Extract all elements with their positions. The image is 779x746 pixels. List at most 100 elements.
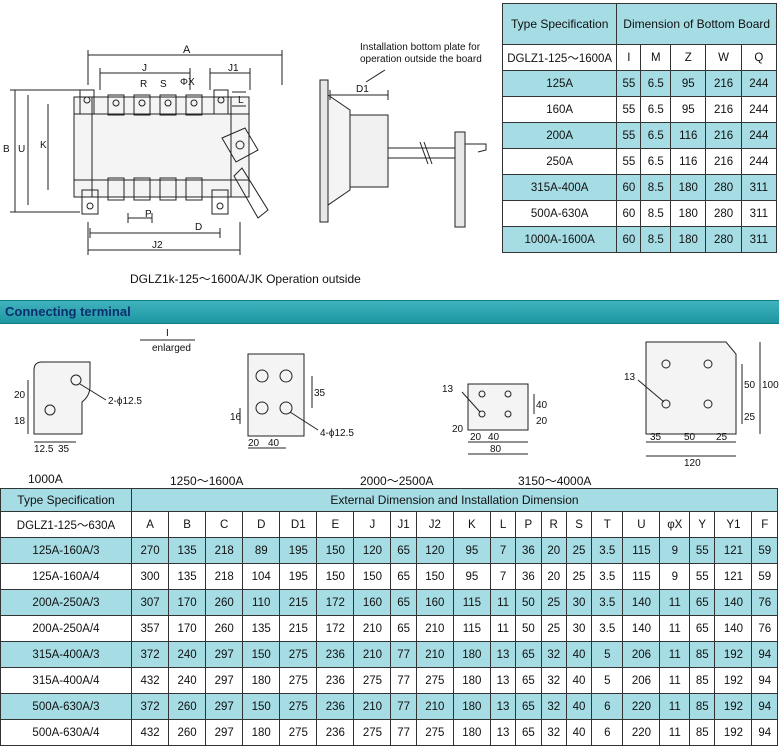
dim-cell: 218: [205, 563, 244, 590]
dim-cell: 77: [390, 641, 417, 668]
dim-cell: 180: [452, 719, 491, 746]
dim-cell: 210: [415, 615, 454, 642]
dim-column-header: U: [622, 511, 661, 538]
dim-cell: 297: [205, 719, 244, 746]
dim-column-header: A: [130, 511, 170, 538]
dim-cell: 275: [353, 667, 392, 694]
dim-cell: 65: [390, 537, 417, 564]
dim-cell: 260: [205, 615, 244, 642]
dim-cell: 3.5: [591, 615, 624, 642]
dim-cell: 32: [540, 719, 567, 746]
dim-cell: 94: [751, 667, 778, 694]
dim-column-header: L: [489, 511, 517, 538]
dim-cell: 275: [279, 667, 318, 694]
spec-cell: 180: [670, 174, 707, 201]
dim-cell: 40: [565, 641, 593, 668]
dim-cell: 236: [316, 693, 355, 720]
svg-text:enlarged: enlarged: [152, 343, 191, 354]
dim-cell: 25: [565, 563, 593, 590]
dim-cell: 11: [489, 589, 517, 616]
spec-cell: 6.5: [640, 96, 672, 123]
spec-cell: 60: [616, 226, 642, 253]
dim-cell: 160: [353, 589, 392, 616]
dim-cell: 55: [689, 537, 716, 564]
dim-cell: 150: [353, 563, 392, 590]
dim-cell: 140: [714, 615, 753, 642]
dim-cell: 77: [390, 693, 417, 720]
dim-cell: 210: [415, 693, 454, 720]
dim-cell: 40: [565, 667, 593, 694]
dim-cell: 180: [452, 667, 491, 694]
spec-cell: 55: [616, 70, 642, 97]
dim-cell: 260: [205, 589, 244, 616]
dim-cell: 55: [689, 563, 716, 590]
dim-cell: 270: [130, 537, 170, 564]
dim-cell: 11: [659, 693, 691, 720]
spec-row-type: 315A-400A: [501, 174, 618, 201]
dim-cell: 150: [316, 537, 355, 564]
dim-row-type: 315A-400A/3: [0, 641, 132, 668]
dim-cell: 95: [452, 563, 491, 590]
dim-cell: 140: [622, 615, 661, 642]
dim-cell: 236: [316, 667, 355, 694]
dim-cell: 297: [205, 641, 244, 668]
svg-text:35: 35: [58, 444, 70, 455]
spec-cell: 6.5: [640, 148, 672, 175]
dim-cell: 275: [415, 667, 454, 694]
terminal-label-2000-2500a: 2000～2500A: [360, 474, 434, 488]
dim-row-type: 500A-630A/3: [0, 693, 132, 720]
svg-text:D1: D1: [356, 84, 369, 95]
dim-cell: 372: [130, 693, 170, 720]
dim-cell: 65: [515, 693, 542, 720]
spec-cell: 116: [670, 148, 707, 175]
svg-text:35: 35: [314, 388, 326, 399]
dim-cell: 76: [751, 589, 778, 616]
dim-cell: 240: [168, 641, 207, 668]
svg-text:13: 13: [624, 372, 636, 383]
terminal-label-1000a: 1000A: [28, 472, 63, 486]
spec-cell: 280: [705, 226, 742, 253]
dim-cell: 30: [565, 615, 593, 642]
dim-cell: 135: [168, 563, 207, 590]
terminal-label-3150-4000a: 3150～4000A: [518, 474, 592, 488]
dim-cell: 121: [714, 563, 753, 590]
dim-cell: 432: [130, 719, 170, 746]
dim-cell: 5: [591, 641, 624, 668]
spec-cell: 244: [740, 148, 778, 175]
dim-cell: 160: [415, 589, 454, 616]
dim-cell: 140: [714, 589, 753, 616]
svg-text:40: 40: [536, 400, 548, 411]
dim-cell: 104: [242, 563, 281, 590]
dim-cell: 236: [316, 641, 355, 668]
spec-row-type: 500A-630A: [501, 200, 618, 227]
dim-cell: 297: [205, 667, 244, 694]
spec-cell: 60: [616, 174, 642, 201]
dim-cell: 170: [168, 615, 207, 642]
svg-text:13: 13: [442, 384, 454, 395]
dim-row-type: 200A-250A/4: [0, 615, 132, 642]
dim-cell: 65: [390, 563, 417, 590]
dim-cell: 13: [489, 693, 517, 720]
callout-line2: operation outside the board: [360, 54, 482, 65]
dim-cell: 275: [415, 719, 454, 746]
dim-column-header: J: [353, 511, 392, 538]
dim-cell: 192: [714, 719, 753, 746]
switch-outline-drawing: A J J1 R S ΦX L B U K P D J2 D1 Installa…: [3, 42, 487, 255]
svg-text:B: B: [3, 144, 10, 155]
dim-cell: 180: [242, 667, 281, 694]
dim-cell: 140: [622, 589, 661, 616]
dim-cell: 5: [591, 667, 624, 694]
dim-cell: 220: [622, 719, 661, 746]
dim-cell: 215: [279, 589, 318, 616]
dim-cell: 206: [622, 667, 661, 694]
svg-text:20: 20: [248, 438, 260, 449]
spec-column-header: M: [640, 44, 672, 71]
dim-cell: 3.5: [591, 563, 624, 590]
svg-text:J1: J1: [228, 63, 239, 74]
dim-cell: 20: [540, 563, 567, 590]
spec-row-type: 125A: [501, 70, 618, 97]
